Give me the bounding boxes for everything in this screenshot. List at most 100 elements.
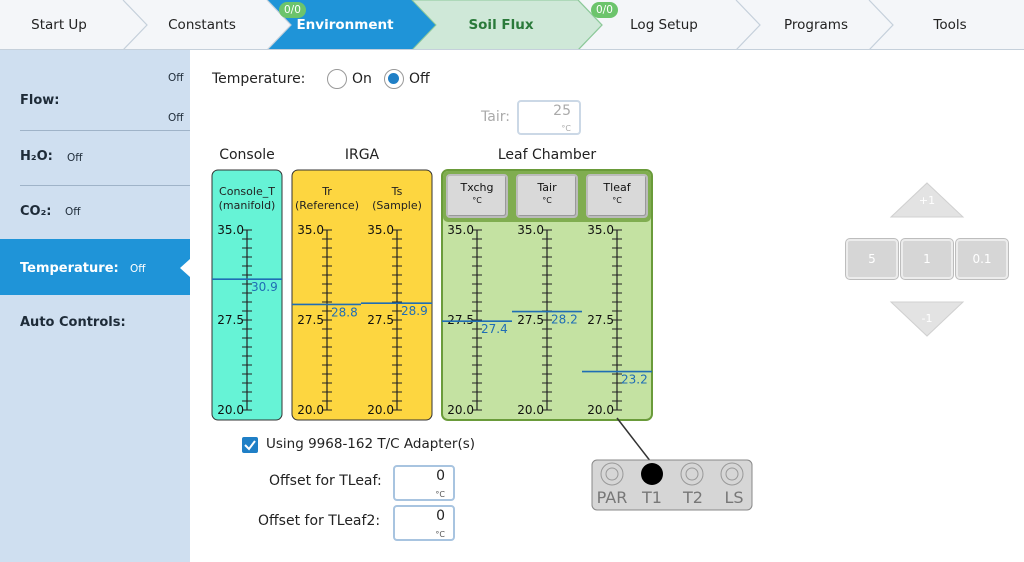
temperature-off-label[interactable]: Off xyxy=(409,71,430,87)
tab-start-up[interactable]: Start Up xyxy=(31,17,87,33)
adapter-checkbox[interactable] xyxy=(242,437,258,453)
console_t-gauge-tick-label: 27.5 xyxy=(217,313,244,327)
offset-tleaf-value: 0 xyxy=(436,468,445,484)
txchg-gauge-tick-label: 27.5 xyxy=(447,313,474,327)
ts-gauge-tick-label: 35.0 xyxy=(367,223,394,237)
sidebar-item-label: CO₂: xyxy=(20,204,52,219)
tair-unit: °C xyxy=(542,196,552,205)
tleaf-label: Tleaf xyxy=(603,181,631,194)
sidebar-item-label: Temperature: xyxy=(20,261,119,276)
offset-tleaf2-field[interactable]: 0 °C xyxy=(393,505,455,541)
adapter-label[interactable]: Using 9968-162 T/C Adapter(s) xyxy=(266,436,476,452)
sidebar-item-label: H₂O: xyxy=(20,149,53,164)
tab-environment-bg xyxy=(267,0,436,50)
connector-label-t1: T1 xyxy=(642,488,662,507)
tab-log-setup[interactable]: Log Setup xyxy=(630,17,698,33)
tab-environment[interactable]: Environment xyxy=(296,17,394,33)
leaf-chamber-group-title: Leaf Chamber xyxy=(497,147,597,163)
console_t-value-label: 30.9 xyxy=(251,280,278,294)
tair-value-label: 28.2 xyxy=(551,313,578,327)
ts-gauge-tick-label: 20.0 xyxy=(367,403,394,417)
active-indicator-arrow xyxy=(180,259,190,277)
sidebar-item-value: Off xyxy=(130,263,146,275)
connector-label-t2: T2 xyxy=(683,488,703,507)
tab-tools[interactable]: Tools xyxy=(933,17,967,33)
tleaf-channel-button[interactable]: Tleaf °C xyxy=(586,174,648,218)
txchg-unit: °C xyxy=(472,196,482,205)
tair-setpoint-label: Tair: xyxy=(481,109,510,125)
tr-gauge-tick-label: 35.0 xyxy=(297,223,324,237)
tr-gauge-tick-label: 20.0 xyxy=(297,403,324,417)
offset-tleaf-label: Offset for TLeaf: xyxy=(269,473,382,489)
temperature-label: Temperature: xyxy=(212,71,306,87)
sidebar-item-auto-controls[interactable]: Auto Controls: xyxy=(0,295,190,351)
tair-channel-button[interactable]: Tair °C xyxy=(516,174,578,218)
log-setup-status-badge: 0/0 xyxy=(591,2,618,18)
txchg-gauge-tick-label: 20.0 xyxy=(447,403,474,417)
sidebar-divider xyxy=(20,130,190,131)
tab-soil-flux-bg xyxy=(411,0,603,50)
tab-constants[interactable]: Constants xyxy=(168,17,236,33)
tr-sublabel: (Reference) xyxy=(295,199,359,212)
sidebar-item-h2o[interactable]: H₂O: Off xyxy=(0,131,190,185)
tair-setpoint-field: 25 °C xyxy=(517,100,581,135)
flow-value-2: Off xyxy=(168,112,184,124)
offset-tleaf2-value: 0 xyxy=(436,508,445,524)
decrement-label: -1 xyxy=(921,312,933,325)
txchg-channel-button[interactable]: Txchg °C xyxy=(446,174,508,218)
txchg-gauge-tick-label: 35.0 xyxy=(447,223,474,237)
ts-gauge-tick-label: 27.5 xyxy=(367,313,394,327)
step-0-1-button[interactable]: 0.1 xyxy=(956,239,1008,279)
tr-gauge-tick-label: 27.5 xyxy=(297,313,324,327)
tr-value-label: 28.8 xyxy=(331,305,358,319)
txchg-label: Txchg xyxy=(460,181,494,194)
tair-setpoint-value: 25 xyxy=(553,103,571,119)
txchg-value-label: 27.4 xyxy=(481,322,508,336)
par-port-icon xyxy=(600,462,624,486)
tleaf-value-label: 23.2 xyxy=(621,373,648,387)
tab-soil-flux[interactable]: Soil Flux xyxy=(468,17,534,33)
tair-label: Tair xyxy=(537,181,557,194)
sidebar-item-value: Off xyxy=(67,152,83,164)
t1-port-icon xyxy=(641,463,663,485)
step-5-button[interactable]: 5 xyxy=(846,239,898,279)
tair-gauge-tick-label: 20.0 xyxy=(517,403,544,417)
tab-programs[interactable]: Programs xyxy=(784,17,848,33)
offset-tleaf-field[interactable]: 0 °C xyxy=(393,465,455,501)
console_t-gauge-tick-label: 35.0 xyxy=(217,223,244,237)
increment-arrow-icon[interactable] xyxy=(889,181,965,219)
ts-sublabel: (Sample) xyxy=(372,199,422,212)
connector-label-ls: LS xyxy=(724,488,744,507)
temperature-on-label[interactable]: On xyxy=(352,71,372,87)
step-1-button[interactable]: 1 xyxy=(901,239,953,279)
sidebar-divider xyxy=(20,185,190,186)
temperature-on-radio[interactable] xyxy=(327,69,347,89)
decrement-arrow-icon[interactable] xyxy=(889,300,965,338)
offset-tleaf-unit: °C xyxy=(435,490,445,499)
sidebar-item-flow[interactable]: Off Flow: Off xyxy=(0,50,190,130)
flow-value-1: Off xyxy=(168,72,184,84)
offset-tleaf2-label: Offset for TLeaf2: xyxy=(258,513,381,529)
temperature-off-radio[interactable] xyxy=(384,69,404,89)
tab-bar xyxy=(0,0,1024,50)
console-t-sublabel: (manifold) xyxy=(218,199,276,212)
environment-status-badge: 0/0 xyxy=(279,2,306,18)
irga-group-title: IRGA xyxy=(344,147,380,163)
t2-port-icon xyxy=(680,462,704,486)
sidebar-item-value: Off xyxy=(65,206,81,218)
console-group-title: Console xyxy=(219,147,275,163)
tleaf-unit: °C xyxy=(612,196,622,205)
console_t-gauge-tick-label: 20.0 xyxy=(217,403,244,417)
ts-value-label: 28.9 xyxy=(401,304,428,318)
sidebar-item-temperature[interactable]: Temperature: Off xyxy=(0,239,190,295)
tleaf-gauge-tick-label: 20.0 xyxy=(587,403,614,417)
increment-label: +1 xyxy=(918,194,936,207)
ts-label: Ts xyxy=(391,185,403,198)
sidebar-item-co2[interactable]: CO₂: Off xyxy=(0,186,190,239)
ls-port-icon xyxy=(720,462,744,486)
sidebar-item-label: Flow: xyxy=(20,93,60,108)
tair-gauge-tick-label: 35.0 xyxy=(517,223,544,237)
connector-panel xyxy=(591,459,753,511)
tleaf-gauge-tick-label: 27.5 xyxy=(587,313,614,327)
sidebar: Off Flow: Off H₂O: Off CO₂: Off Temperat… xyxy=(0,50,190,562)
